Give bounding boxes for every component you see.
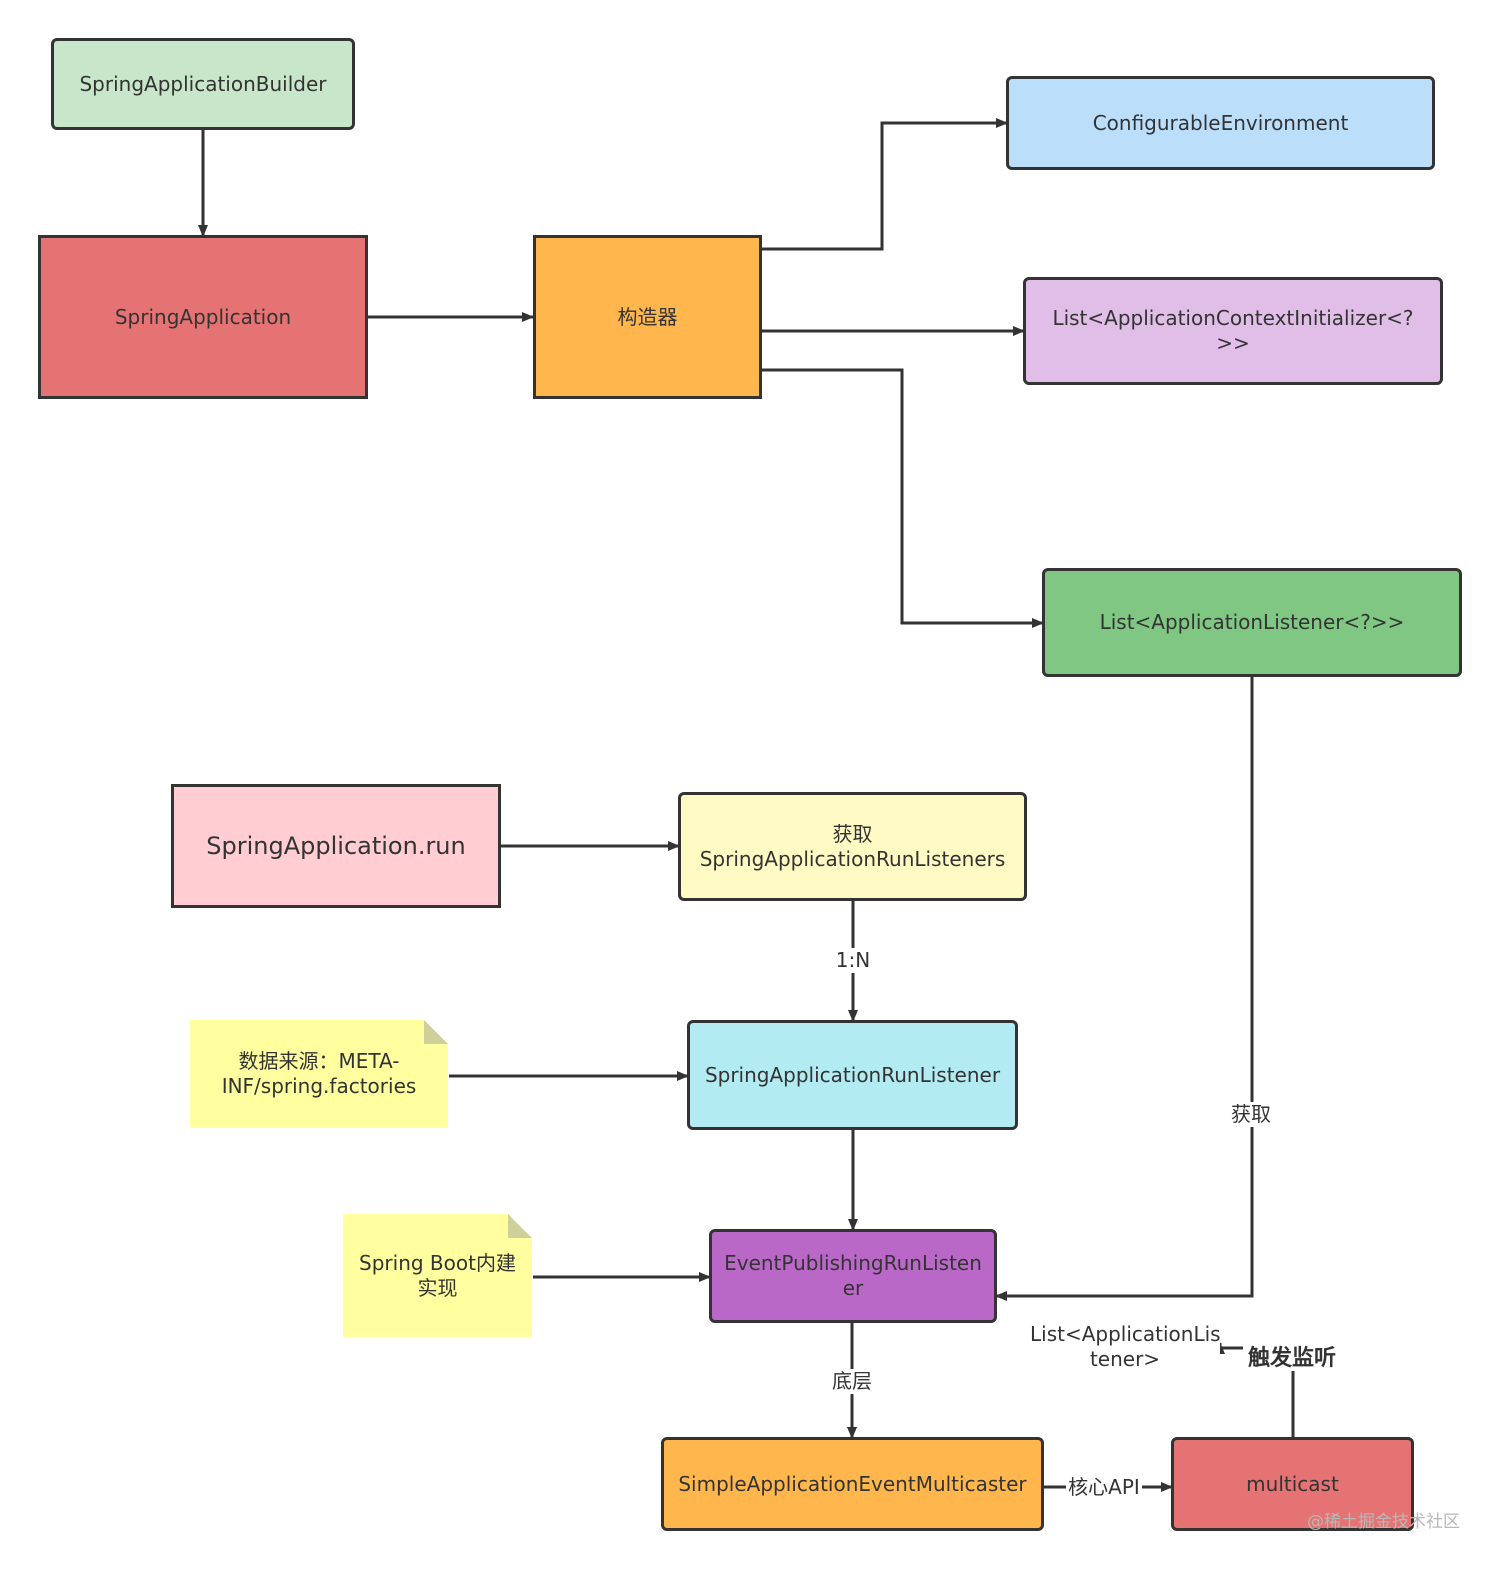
- node-constructor: 构造器: [533, 235, 762, 399]
- edge-label-fetch: 获取: [1225, 1102, 1277, 1127]
- node-springapplicationrunlisteners: 获取 SpringApplicationRunListeners: [678, 792, 1027, 901]
- note-data-source: 数据来源：META- INF/spring.factories: [190, 1020, 448, 1128]
- node-label: SpringApplication: [114, 304, 292, 329]
- node-configurableenvironment: ConfigurableEnvironment: [1006, 76, 1435, 170]
- edge-listenerlist-to-eventpublishing: [995, 676, 1254, 1301]
- edge-label-one-to-n: 1:N: [831, 948, 875, 973]
- watermark: @稀土掘金技术社区: [1307, 1512, 1460, 1532]
- node-springapplication-run: SpringApplication.run: [171, 784, 501, 908]
- edge-constructor-to-listenerlist: [762, 368, 1044, 628]
- node-label: SpringApplication.run: [206, 831, 466, 860]
- note-fold: [424, 1020, 448, 1044]
- node-springapplicationbuilder: SpringApplicationBuilder: [51, 38, 355, 130]
- edge-label-trigger: 触发监听: [1243, 1346, 1341, 1371]
- node-label: multicast: [1246, 1471, 1339, 1496]
- note-label: Spring Boot内建 实现: [359, 1250, 516, 1300]
- note-fold: [508, 1214, 532, 1238]
- node-eventpublishingrunlistener: EventPublishingRunListen er: [709, 1229, 997, 1323]
- node-applicationcontextinitializer-list: List<ApplicationContextInitializer<?>>: [1023, 277, 1443, 385]
- node-label: EventPublishingRunListen er: [724, 1251, 982, 1300]
- node-multicast: multicast: [1171, 1437, 1414, 1531]
- node-label: List<ApplicationContextInitializer<?>>: [1052, 306, 1414, 355]
- node-applicationlistener-list: List<ApplicationListener<?>>: [1042, 568, 1462, 677]
- node-springapplication: SpringApplication: [38, 235, 368, 399]
- edge-label-underlying: 底层: [826, 1369, 878, 1394]
- node-label: ConfigurableEnvironment: [1092, 110, 1349, 135]
- node-simpleapplicationeventmulticaster: SimpleApplicationEventMulticaster: [661, 1437, 1044, 1531]
- node-label: 获取 SpringApplicationRunListeners: [699, 821, 1006, 871]
- node-label: SpringApplicationRunListener: [704, 1062, 1001, 1087]
- node-label: 构造器: [617, 304, 678, 329]
- note-builtin-implementation: Spring Boot内建 实现: [343, 1214, 532, 1337]
- node-label: SimpleApplicationEventMulticaster: [678, 1471, 1027, 1496]
- edge-constructor-to-environment: [762, 118, 1008, 251]
- edge-label-listener-type: List<ApplicationLis tener>: [1030, 1322, 1221, 1372]
- node-label: SpringApplicationBuilder: [79, 71, 327, 96]
- node-label: List<ApplicationListener<?>>: [1099, 610, 1405, 634]
- node-springapplicationrunlistener: SpringApplicationRunListener: [687, 1020, 1018, 1130]
- edge-label-core-api: 核心API: [1066, 1475, 1142, 1500]
- note-label: 数据来源：META- INF/spring.factories: [221, 1049, 417, 1098]
